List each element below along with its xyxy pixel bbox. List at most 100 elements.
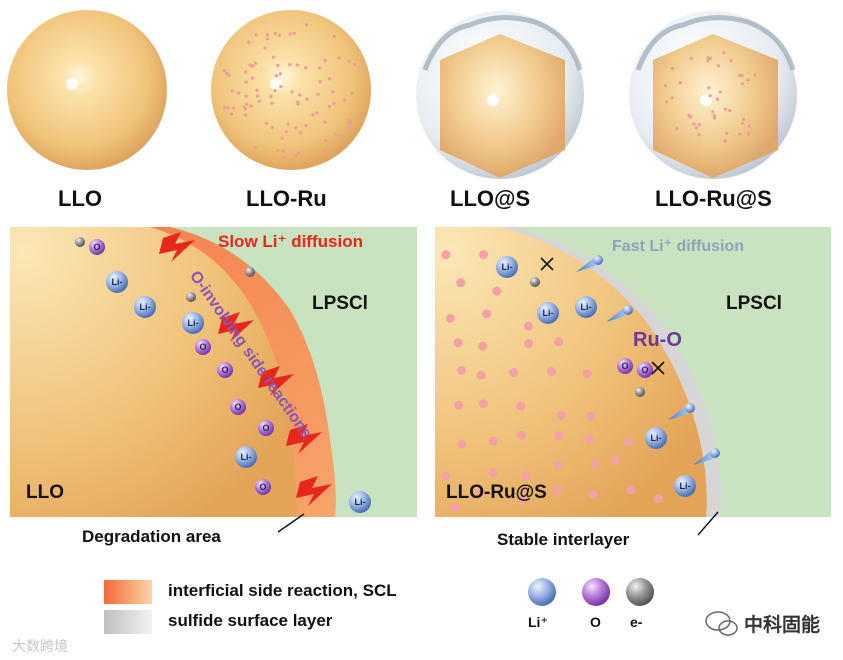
oxygen-atom: O <box>217 362 233 378</box>
legend-o-label: O <box>590 614 601 630</box>
sphere-llo-ru-at-s <box>629 11 797 179</box>
ru-dopant-dot <box>582 369 592 379</box>
svg-text:Li-: Li- <box>502 262 513 272</box>
svg-text:Li-: Li- <box>581 302 592 312</box>
ru-dopant-dot <box>265 37 269 41</box>
ru-dopant-dot <box>248 63 252 67</box>
ru-dopant-dot <box>488 468 498 478</box>
svg-text:O: O <box>262 423 269 433</box>
ru-dopant-dot <box>589 489 599 499</box>
ru-dopant-dot <box>276 63 280 68</box>
legend-e-ball <box>626 578 654 606</box>
ru-dopant-dot <box>323 120 327 124</box>
svg-text:O: O <box>234 402 241 412</box>
ru-dopant-dot <box>626 485 636 495</box>
ru-dopant-dot <box>524 339 534 349</box>
ru-dopant-dot <box>288 32 292 36</box>
ru-dopant-dot <box>255 88 259 92</box>
oxygen-atom: O <box>617 358 633 374</box>
ru-dopant-dot <box>476 488 486 498</box>
ru-dopant-dot <box>286 122 290 126</box>
ru-dopant-dot <box>318 80 322 84</box>
ru-dopant-dot <box>296 100 300 104</box>
svg-text:O: O <box>93 242 100 252</box>
sphere-llo-ru <box>211 10 371 170</box>
ru-dopant-dot <box>342 98 346 102</box>
ru-dopant-dot <box>509 368 519 378</box>
electron <box>186 292 196 302</box>
svg-text:O: O <box>641 365 648 375</box>
ru-dopant-dot <box>254 33 258 37</box>
slow-diffusion-text: Slow Li⁺ diffusion <box>218 232 363 251</box>
ru-dopant-dot <box>247 40 251 44</box>
ru-dopant-dot <box>746 132 751 136</box>
ru-dopant-dot <box>706 59 710 63</box>
ru-dopant-dot <box>271 55 276 59</box>
ru-dopant-dot <box>249 104 253 108</box>
fast-diffusion-marker <box>606 305 633 322</box>
ru-dopant-dot <box>222 68 226 73</box>
ru-dopant-dot <box>737 73 741 77</box>
ru-dopant-dot <box>332 34 336 39</box>
ru-dopant-dot <box>653 494 663 504</box>
ru-dopant-dot <box>697 133 701 137</box>
ru-dopant-dot <box>711 110 715 114</box>
li-ion: Li- <box>182 312 204 334</box>
legend-swatch-sulfide <box>104 610 152 634</box>
ru-dopant-dot <box>297 151 301 155</box>
electron <box>530 277 540 287</box>
ru-dopant-dot <box>740 121 745 125</box>
li-ion: Li- <box>235 446 257 468</box>
ru-dopant-dot <box>441 250 451 260</box>
sphere-llo <box>7 10 167 170</box>
ru-dopant-dot <box>333 132 337 136</box>
legend-label-scl: interficial side reaction, SCL <box>168 581 397 600</box>
ru-dopant-dot <box>270 101 274 105</box>
ru-dopant-dot <box>547 367 557 377</box>
ru-dopant-dot <box>304 66 308 70</box>
sphere-llo-at-s <box>416 11 584 179</box>
ru-dopant-dot <box>244 113 248 117</box>
ru-dopant-dot <box>445 313 455 323</box>
blocked-marks <box>540 257 665 375</box>
ru-dopant-dot <box>697 123 701 127</box>
ru-dopant-dot <box>274 73 278 78</box>
svg-text:Li-: Li- <box>651 433 662 443</box>
ru-dopant-dot <box>332 101 336 105</box>
legend-swatch-scl <box>104 580 152 604</box>
electron <box>635 387 645 397</box>
ru-dopant-dot <box>453 338 463 348</box>
watermark-left: 大数跨境 <box>12 638 68 654</box>
ru-dopant-dot <box>322 149 326 153</box>
ru-dopant-dot <box>279 84 283 88</box>
ru-dopant-dot <box>478 341 488 351</box>
right-particle <box>435 227 707 517</box>
ru-dopant-dot <box>298 93 302 97</box>
sphere-label-llo-at-s: LLO@S <box>450 186 531 211</box>
left-lpscl-label: LPSCl <box>312 293 368 314</box>
ru-dopant-dot <box>347 119 351 123</box>
li-ion: Li- <box>349 491 371 513</box>
ru-dopant-dot <box>521 470 531 480</box>
svg-text:O: O <box>221 365 228 375</box>
ru-dopant-dot <box>316 92 320 96</box>
ru-dopant-dot <box>524 321 534 331</box>
li-ion: Li- <box>134 296 156 318</box>
li-ion: Li- <box>674 475 696 497</box>
ru-dopant-dot <box>556 410 566 420</box>
legend-li-label: Li⁺ <box>528 614 548 630</box>
legend-label-sulfide: sulfide surface layer <box>168 611 333 630</box>
oxygen-atom: O <box>637 362 653 378</box>
right-lpscl-label: LPSCl <box>726 293 782 314</box>
ru-dopant-dot <box>624 437 634 447</box>
left-particle <box>10 227 297 517</box>
ru-dopant-dot <box>586 411 596 421</box>
ru-dopant-dot <box>723 107 728 111</box>
ru-dopant-dot <box>318 66 322 70</box>
ru-dopant-dot <box>517 495 527 505</box>
ru-dopant-dot <box>738 132 742 136</box>
ru-dopant-dot <box>305 97 309 101</box>
ru-dopant-dot <box>665 100 669 104</box>
ru-dopant-dot <box>610 456 620 466</box>
ru-dopant-dot <box>740 73 744 78</box>
